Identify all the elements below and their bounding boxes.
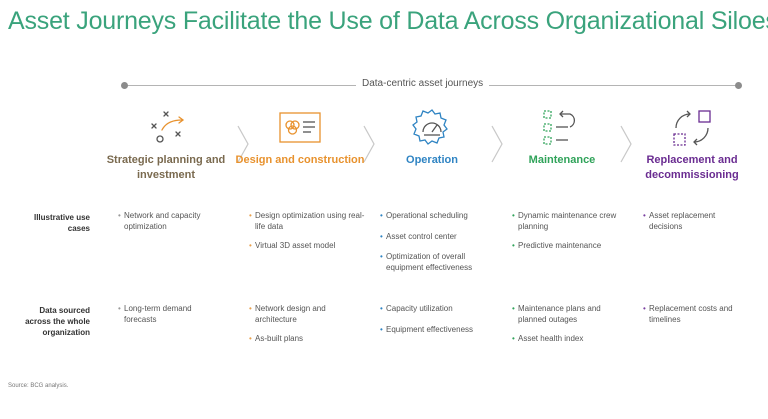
timeline-end-dot	[735, 82, 742, 89]
list-item: Long-term demand forecasts	[118, 303, 214, 325]
stage-design-construction: Design and construction	[235, 154, 365, 166]
blueprint-icon	[279, 112, 321, 143]
row-label-use-cases: Illustrative use cases	[33, 213, 90, 233]
list-item: Asset health index	[512, 333, 618, 344]
checklist-icon	[543, 110, 576, 145]
list-item: Optimization of overall equipment effect…	[380, 251, 490, 273]
list-item: Replacement costs and timelines	[643, 303, 739, 325]
stage-operation: Operation	[406, 154, 458, 166]
replace-cycle-icon	[673, 110, 711, 146]
list-item: As-built plans	[249, 333, 355, 344]
list-item: Virtual 3D asset model	[249, 240, 365, 251]
row-label-data-sourced: Data sourced across the whole organizati…	[25, 306, 90, 337]
chevron-right-icon	[237, 125, 249, 163]
chevron-right-icon	[620, 125, 632, 163]
list-item: Capacity utilization	[380, 303, 490, 314]
list-item: Predictive maintenance	[512, 240, 618, 251]
stage-strategic-planning: Strategic planning and investment	[106, 154, 226, 181]
gauge-gear-icon	[412, 109, 448, 145]
timeline-label: Data-centric asset journeys	[356, 78, 490, 89]
page-title: Asset Journeys Facilitate the Use of Dat…	[8, 7, 768, 35]
chevron-right-icon	[491, 125, 503, 163]
source-note: Source: BCG analysis.	[8, 383, 69, 389]
stage-replacement: Replacement and decommissioning	[645, 154, 739, 181]
list-item: Dynamic maintenance crew planning	[512, 210, 618, 232]
stage-maintenance: Maintenance	[528, 154, 596, 166]
list-item: Equipment effectiveness	[380, 324, 490, 335]
list-item: Network design and architecture	[249, 303, 335, 325]
list-item: Asset replacement decisions	[643, 210, 729, 232]
timeline-start-dot	[121, 82, 128, 89]
chevron-right-icon	[363, 125, 375, 163]
list-item: Asset control center	[380, 231, 490, 242]
list-item: Operational scheduling	[380, 210, 490, 221]
strategy-play-icon	[151, 111, 185, 143]
list-item: Maintenance plans and planned outages	[512, 303, 618, 325]
list-item: Design optimization using real-life data	[249, 210, 365, 232]
list-item: Network and capacity optimization	[118, 210, 224, 232]
